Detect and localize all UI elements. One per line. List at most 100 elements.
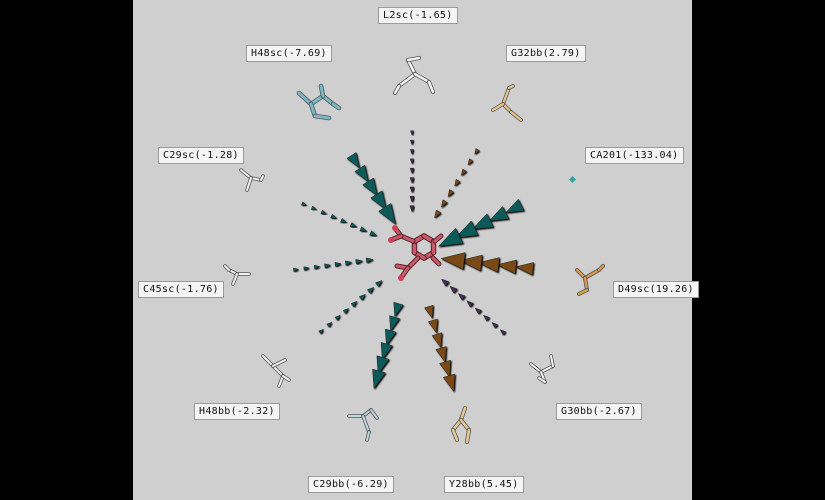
arrow-stream-g32bb xyxy=(434,148,480,219)
residue-model-c29bb xyxy=(347,408,379,442)
residue-label-c29sc: C29sc(-1.28) xyxy=(158,147,244,164)
interaction-arrow xyxy=(334,261,342,267)
interaction-arrow xyxy=(491,322,499,329)
interaction-arrow xyxy=(318,328,324,335)
interaction-arrow xyxy=(409,186,415,194)
interaction-arrow xyxy=(424,304,434,319)
interaction-arrow xyxy=(409,158,415,165)
residue-model-c45sc xyxy=(223,264,251,286)
interaction-arrow xyxy=(324,263,332,269)
interaction-arrow xyxy=(437,227,464,247)
interaction-arrow xyxy=(320,209,328,215)
interaction-arrow xyxy=(393,301,404,318)
interaction-arrow xyxy=(303,266,310,271)
arrow-stream-h48bb xyxy=(318,280,383,335)
interaction-arrow xyxy=(454,178,461,187)
interaction-arrow xyxy=(310,205,318,210)
interaction-arrow xyxy=(370,190,387,211)
arrow-stream-c45sc xyxy=(293,257,374,272)
interaction-arrow xyxy=(410,130,414,136)
residue-model-h48bb xyxy=(261,354,291,388)
residue-label-g30bb: G30bb(-2.67) xyxy=(556,403,642,420)
interaction-arrow xyxy=(293,267,300,272)
interaction-arrow xyxy=(454,220,479,239)
residue-model-d49sc xyxy=(575,264,605,296)
interaction-arrow xyxy=(440,199,448,208)
interaction-arrow xyxy=(365,257,374,264)
interaction-arrow xyxy=(334,314,341,321)
arrow-stream-g30bb xyxy=(441,278,507,336)
interaction-arrow xyxy=(330,213,338,219)
interaction-arrow xyxy=(477,257,500,273)
interaction-arrow xyxy=(326,321,333,328)
interaction-arrow xyxy=(467,158,474,166)
residue-label-g32bb: G32bb(2.79) xyxy=(506,45,586,62)
interaction-arrow xyxy=(447,189,455,198)
interaction-arrow xyxy=(313,264,321,270)
interaction-arrow xyxy=(474,148,480,155)
interaction-arrow xyxy=(355,259,364,265)
arrow-stream-y28bb xyxy=(424,304,456,393)
residue-models xyxy=(223,55,605,445)
residue-label-c29bb: C29bb(-6.29) xyxy=(308,476,394,493)
residue-model-g32bb xyxy=(491,84,523,122)
arrow-stream-l2sc xyxy=(409,130,415,213)
interaction-arrow xyxy=(427,318,438,334)
residue-label-h48bb: H48bb(-2.32) xyxy=(194,403,280,420)
residue-model-y28bb xyxy=(450,405,472,445)
interaction-arrow xyxy=(431,332,443,349)
interaction-arrow xyxy=(369,230,378,236)
interaction-arrow xyxy=(366,286,375,294)
interaction-arrow xyxy=(457,293,466,301)
interaction-arrow xyxy=(340,217,348,223)
interaction-arrow xyxy=(488,206,510,222)
interaction-arrow xyxy=(505,198,525,213)
interaction-arrow xyxy=(346,152,360,169)
arrow-stream-h48sc xyxy=(346,152,396,225)
interaction-arrow xyxy=(372,368,386,390)
interaction-arrow xyxy=(350,300,358,308)
residue-model-g30bb xyxy=(529,354,555,384)
interaction-arrow xyxy=(409,149,415,155)
residue-model-c29sc xyxy=(239,168,265,192)
interaction-arrow xyxy=(434,209,442,219)
interaction-arrow xyxy=(474,307,482,315)
interaction-arrow xyxy=(380,342,393,361)
arrow-stream-d49sc xyxy=(440,252,534,276)
residue-model-l2sc xyxy=(392,55,436,96)
residue-label-ca201: CA201(-133.04) xyxy=(585,147,684,164)
residue-model-ca201 xyxy=(568,175,577,184)
central-ligand xyxy=(388,225,444,281)
interaction-diagram xyxy=(223,55,605,445)
interaction-arrow xyxy=(441,278,450,287)
interaction-arrow xyxy=(378,202,396,225)
interaction-arrow xyxy=(449,285,458,294)
interaction-arrow xyxy=(301,201,308,206)
residue-label-d49sc: D49sc(19.26) xyxy=(613,281,699,298)
residue-label-h48sc: H48sc(-7.69) xyxy=(246,45,332,62)
interaction-arrow xyxy=(354,164,369,183)
residue-label-l2sc: L2sc(-1.65) xyxy=(378,7,458,24)
interaction-arrow xyxy=(389,315,401,332)
residue-label-c45sc: C45sc(-1.76) xyxy=(138,281,224,298)
interaction-arrow xyxy=(496,259,517,274)
interaction-arrow xyxy=(349,222,358,228)
interaction-arrow xyxy=(466,300,474,308)
arrow-stream-ca201 xyxy=(437,198,525,247)
interaction-arrow xyxy=(435,346,447,363)
interaction-arrow xyxy=(442,373,456,393)
interaction-arrow xyxy=(358,293,366,301)
residue-label-y28bb: Y28bb(5.45) xyxy=(444,476,524,493)
interaction-arrow xyxy=(515,262,534,276)
molecular-viewport[interactable]: L2sc(-1.65) G32bb(2.79) CA201(-133.04) D… xyxy=(133,0,699,500)
residue-model-h48sc xyxy=(296,83,342,121)
arrow-stream-c29sc xyxy=(301,201,378,236)
arrow-stream-c29bb xyxy=(372,301,404,390)
interaction-arrow xyxy=(385,328,397,346)
interaction-arrow xyxy=(359,226,368,232)
interaction-arrow xyxy=(471,213,494,230)
interaction-arrow xyxy=(342,307,350,314)
interaction-arrow xyxy=(409,205,415,213)
interaction-arrow xyxy=(409,196,415,203)
interaction-arrow xyxy=(499,329,507,336)
